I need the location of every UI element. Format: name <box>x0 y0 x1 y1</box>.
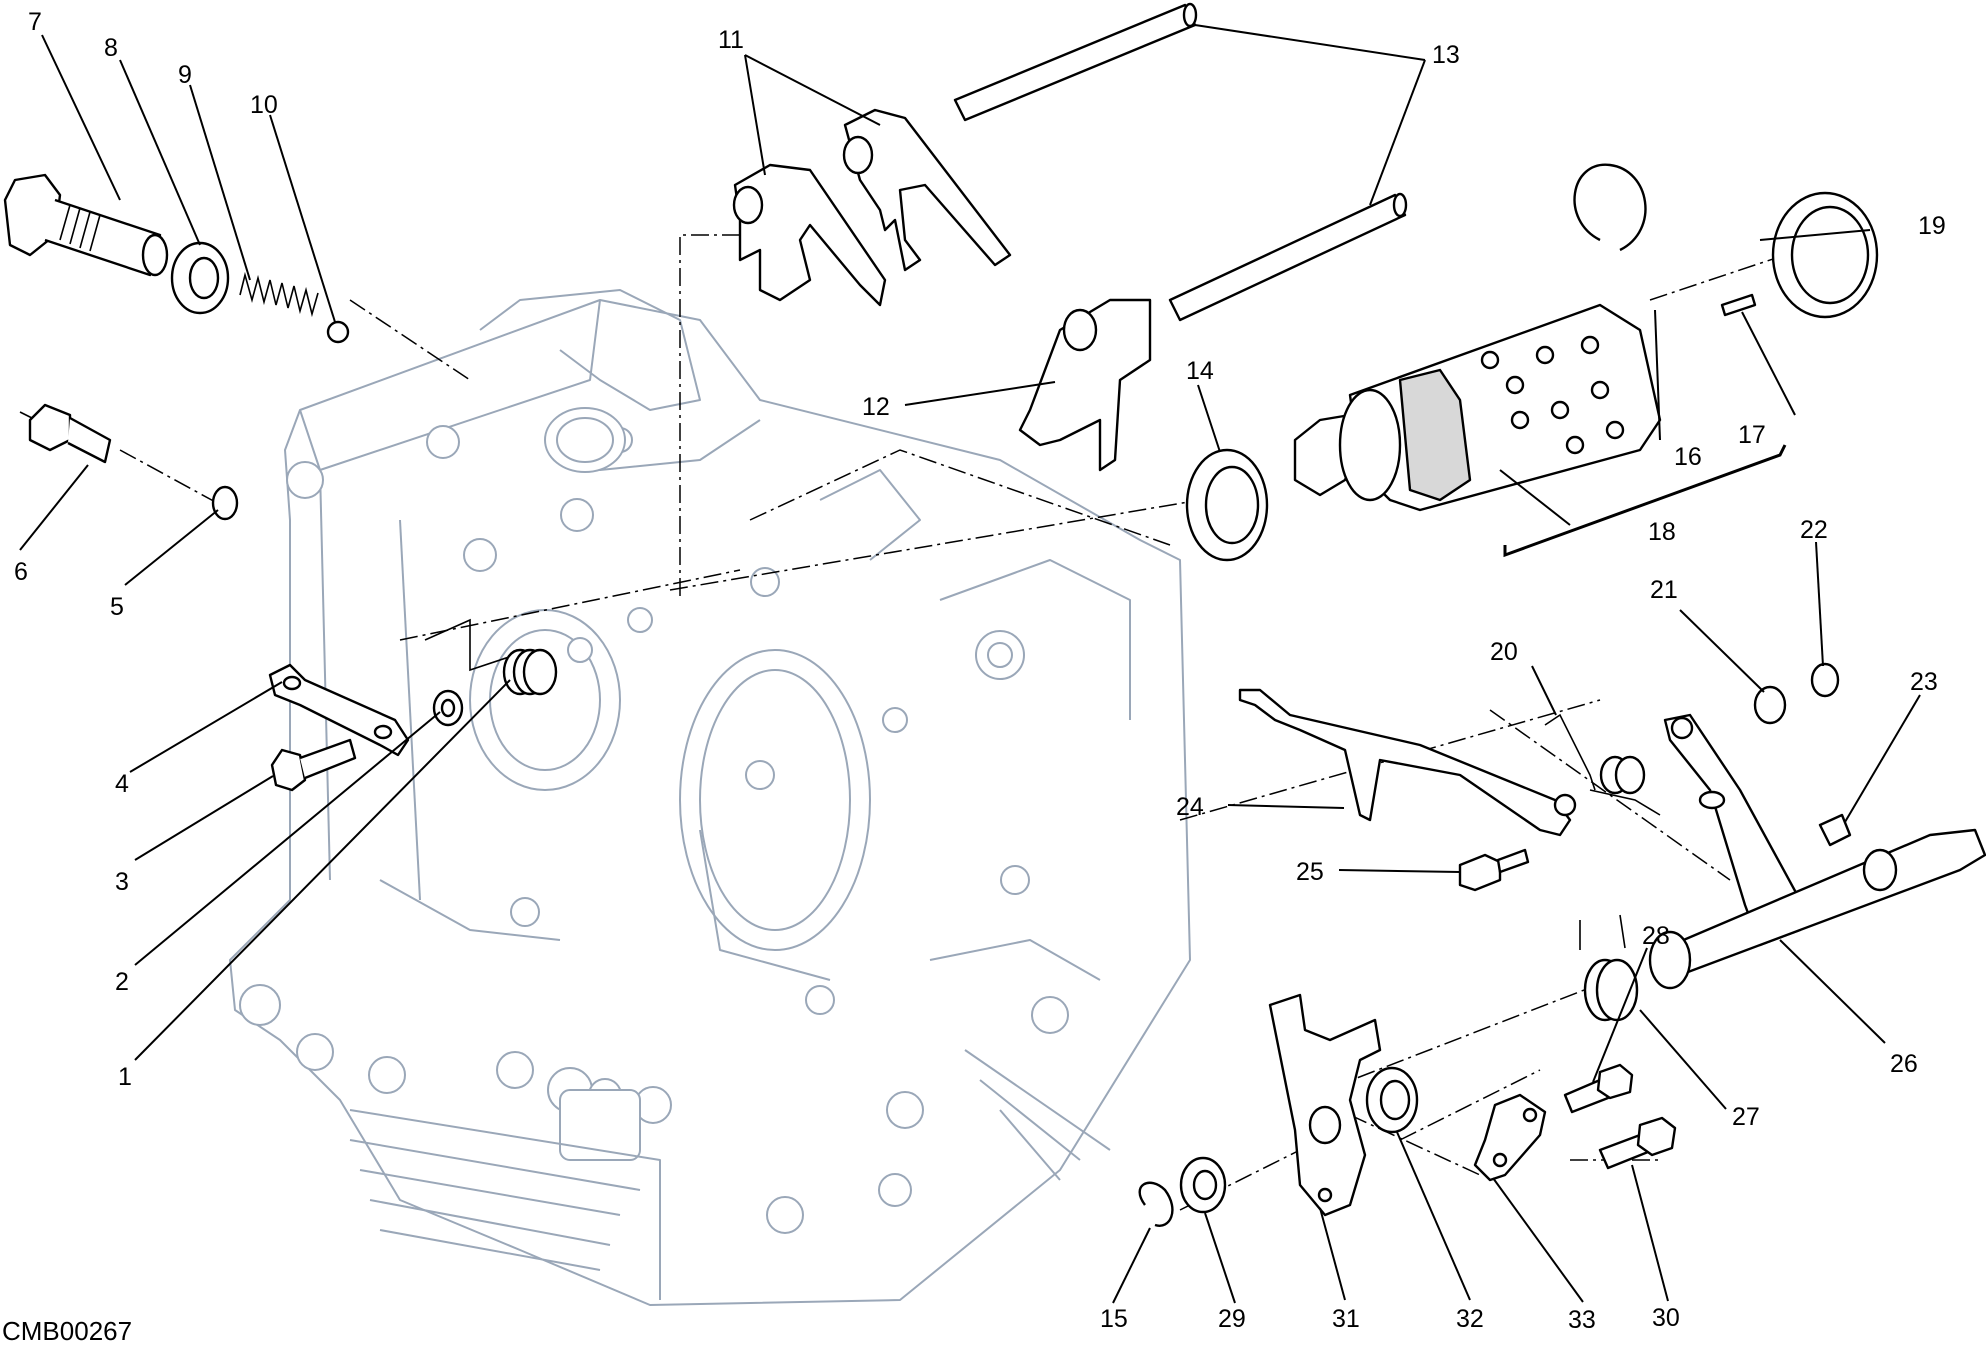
shift-shaft-part <box>1648 713 1986 990</box>
shift-fork-single-part <box>1018 298 1152 472</box>
callout-21: 21 <box>1650 576 1678 604</box>
pawl-carrier-part <box>1268 993 1382 1217</box>
callout-32: 32 <box>1456 1305 1484 1333</box>
selector-lever-part <box>268 663 410 757</box>
arm-nut-part <box>1818 813 1852 847</box>
stopper-plate-part <box>1473 1093 1547 1182</box>
shaft-washer-part <box>1179 1156 1227 1214</box>
callout-6: 6 <box>14 558 28 586</box>
lever-bolt-part <box>270 738 357 792</box>
callout-2: 2 <box>115 968 129 996</box>
callout-27: 27 <box>1732 1103 1760 1131</box>
callout-1: 1 <box>118 1063 132 1091</box>
drawing-code: CMB00267 <box>2 1316 132 1346</box>
neutral-sensor-part <box>19 403 112 464</box>
leader-lines <box>19 24 1921 1304</box>
shift-plate-part <box>1238 688 1577 837</box>
callout-10: 10 <box>250 91 278 119</box>
callout-9: 9 <box>178 61 192 89</box>
callout-23: 23 <box>1910 668 1938 696</box>
pawl-spring-part <box>1544 713 1661 816</box>
drum-end-washer-part <box>1771 191 1879 319</box>
drum-circlip-part <box>1573 163 1647 252</box>
drum-assembly-bracket <box>1503 444 1787 558</box>
shaft-circlip-part <box>1138 1181 1174 1227</box>
selector-drum-part <box>1293 303 1662 512</box>
callout-29: 29 <box>1218 1305 1246 1333</box>
callout-5: 5 <box>110 593 124 621</box>
lever-washer-part <box>432 689 464 727</box>
fork-shafts-part <box>953 2 1408 322</box>
callout-16: 16 <box>1674 443 1702 471</box>
stopper-bolt-part <box>1563 1063 1634 1114</box>
callout-31: 31 <box>1332 1305 1360 1333</box>
callout-19: 19 <box>1918 212 1946 240</box>
plug-screw-part <box>3 173 169 277</box>
callout-12: 12 <box>862 393 890 421</box>
arm-washer-part <box>1753 685 1787 725</box>
callout-15: 15 <box>1100 1305 1128 1333</box>
shift-fork-pair-part <box>732 108 1012 307</box>
drum-pin-part <box>1720 293 1757 317</box>
plate-screw-part <box>1458 848 1530 892</box>
callout-11: 11 <box>718 26 744 54</box>
lever-spring-part <box>424 618 558 696</box>
arm-clip-part <box>1810 662 1840 698</box>
drum-washer-part <box>1185 448 1269 562</box>
callout-8: 8 <box>104 34 118 62</box>
detent-spring-part <box>239 271 319 318</box>
callout-17: 17 <box>1738 421 1766 449</box>
callout-22: 22 <box>1800 516 1828 544</box>
cam-plate-bolt-part <box>1598 1116 1677 1170</box>
callout-28: 28 <box>1642 922 1670 950</box>
callout-labels: 7 8 9 10 6 5 4 3 2 1 11 12 13 14 16 17 1… <box>14 8 1946 1334</box>
callout-3: 3 <box>115 868 129 896</box>
callout-24: 24 <box>1176 793 1204 821</box>
detent-ball-part <box>326 320 350 344</box>
callout-33: 33 <box>1568 1306 1596 1334</box>
callout-18: 18 <box>1648 518 1676 546</box>
callout-30: 30 <box>1652 1304 1680 1332</box>
callout-26: 26 <box>1890 1050 1918 1078</box>
crankcase-half <box>229 289 1191 1306</box>
sensor-seal-part <box>211 485 239 521</box>
pawl-washer-part <box>1365 1066 1419 1134</box>
washer-part <box>170 241 230 315</box>
return-spring-part <box>1579 914 1639 1022</box>
callout-14: 14 <box>1186 357 1214 385</box>
callout-7: 7 <box>28 8 42 36</box>
callout-20: 20 <box>1490 638 1518 666</box>
callout-25: 25 <box>1296 858 1324 886</box>
callout-13: 13 <box>1432 41 1460 69</box>
callout-4: 4 <box>115 770 129 798</box>
